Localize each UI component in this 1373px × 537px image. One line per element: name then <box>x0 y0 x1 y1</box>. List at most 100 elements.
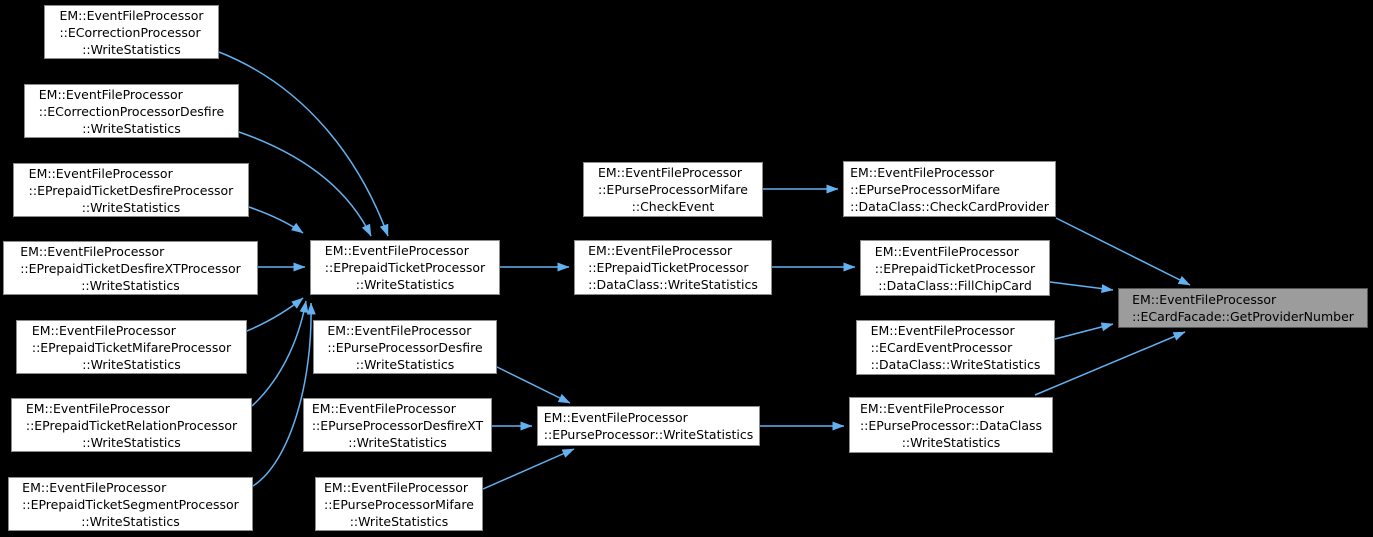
node-label: EM::EventFileProcessor ::ECardFacade::Ge… <box>1132 291 1354 325</box>
node-label-line: ::DataClass::WriteStatistics <box>870 357 1041 372</box>
node-eprepaidticketsegment-writestatistics[interactable]: EM::EventFileProcessor ::EPrepaidTicketS… <box>8 477 253 531</box>
node-label: EM::EventFileProcessor ::EPrepaidTicketM… <box>32 322 231 373</box>
node-label-line: ::WriteStatistics <box>348 434 447 450</box>
node-label-line: ::EPrepaidTicketRelationProcessor <box>25 417 238 433</box>
node-ecardevent-dataclass-writestatistics[interactable]: EM::EventFileProcessor ::ECardEventProce… <box>856 320 1055 375</box>
node-label-line: ::WriteStatistics <box>349 513 449 529</box>
node-epursemifare-checkevent[interactable]: EM::EventFileProcessor ::EPurseProcessor… <box>583 162 763 217</box>
node-label-line: ::ECorrectionProcessor <box>59 24 201 40</box>
edge-n7-n8 <box>252 302 316 487</box>
node-label-line: EM::EventFileProcessor <box>22 479 167 495</box>
node-label-line: EM::EventFileProcessor <box>31 322 176 338</box>
edge-n18-n19 <box>1034 331 1186 396</box>
node-label: EM::EventFileProcessor ::ECorrectionProc… <box>39 86 224 137</box>
node-label-line: ::DataClass::CheckCardProvider <box>850 198 1049 214</box>
node-label-line: ::EPurseProcessorMifare <box>598 182 748 197</box>
node-label: EM::EventFileProcessor ::EPurseProcessor… <box>324 479 474 530</box>
node-label-line: ::EPrepaidTicketDesfireXTProcessor <box>20 260 241 276</box>
node-label: EM::EventFileProcessor ::EPurseProcessor… <box>312 400 483 451</box>
node-eprepaidticket-dataclass-fillchipcard[interactable]: EM::EventFileProcessor ::EPrepaidTicketP… <box>860 240 1050 296</box>
node-label-line: EM::EventFileProcessor <box>870 323 1015 338</box>
node-label: EM::EventFileProcessor ::EPurseProcessor… <box>327 322 482 373</box>
node-eprepaidticketdesfirext-writestatistics[interactable]: EM::EventFileProcessor ::EPrepaidTicketD… <box>3 241 258 295</box>
node-label-line: ::DataClass::FillChipCard <box>878 277 1032 293</box>
edge-n6-n8 <box>251 300 309 407</box>
node-label: EM::EventFileProcessor ::EPrepaidTicketD… <box>20 243 241 294</box>
node-epurse-writestatistics[interactable]: EM::EventFileProcessor ::EPurseProcessor… <box>537 406 760 446</box>
node-label-line: EM::EventFileProcessor <box>1132 292 1277 307</box>
node-label-line: ::EPurseProcessor::WriteStatistics <box>543 427 754 442</box>
node-label-line: EM::EventFileProcessor <box>311 400 456 416</box>
node-eprepaidticketmifare-writestatistics[interactable]: EM::EventFileProcessor ::EPrepaidTicketM… <box>16 320 247 374</box>
node-eprepaidticket-dataclass-writestatistics[interactable]: EM::EventFileProcessor ::EPrepaidTicketP… <box>574 240 772 295</box>
node-label-line: ::EPrepaidTicketProcessor <box>324 260 486 275</box>
node-label-line: EM::EventFileProcessor <box>327 322 472 338</box>
node-label-line: EM::EventFileProcessor <box>588 243 733 258</box>
node-label-line: ::EPurseProcessorDesfire <box>327 339 483 355</box>
node-label-line: EM::EventFileProcessor <box>859 400 1005 416</box>
edge-n17-n19 <box>1054 322 1114 340</box>
node-eprepaidticket-writestatistics[interactable]: EM::EventFileProcessor ::EPrepaidTicketP… <box>310 240 500 295</box>
node-label-line: ::EPrepaidTicketSegmentProcessor <box>22 496 239 512</box>
node-label-line: ::ECardEventProcessor <box>870 340 1013 355</box>
node-epurse-dataclass-writestatistics[interactable]: EM::EventFileProcessor ::EPurseProcessor… <box>849 397 1053 453</box>
node-epursemifare-writestatistics[interactable]: EM::EventFileProcessor ::EPurseProcessor… <box>315 477 483 531</box>
node-label: EM::EventFileProcessor ::EPrepaidTicketP… <box>325 242 485 293</box>
node-eprepaidticketdesfire-writestatistics[interactable]: EM::EventFileProcessor ::EPrepaidTicketD… <box>13 163 249 217</box>
node-label: EM::EventFileProcessor ::EPrepaidTicketS… <box>22 479 239 530</box>
node-label-line: ::DataClass::WriteStatistics <box>588 277 758 292</box>
edge-n5-n8 <box>246 297 304 332</box>
edge-n16-n19 <box>1049 281 1114 294</box>
edge-n2-n8 <box>238 131 372 237</box>
node-label-line: ::EPurseProcessorMifare <box>324 496 474 512</box>
node-label: EM::EventFileProcessor ::EPrepaidTicketD… <box>29 165 234 216</box>
node-label: EM::EventFileProcessor ::ECardEventProce… <box>871 322 1041 373</box>
node-label-line: ::WriteStatistics <box>82 120 181 136</box>
node-label: EM::EventFileProcessor ::EPrepaidTicketP… <box>875 243 1035 294</box>
node-epursedesfirext-writestatistics[interactable]: EM::EventFileProcessor ::EPurseProcessor… <box>303 398 492 452</box>
node-ecorrectiondesfire-writestatistics[interactable]: EM::EventFileProcessor ::ECorrectionProc… <box>24 84 239 138</box>
node-label-line: EM::EventFileProcessor <box>324 479 469 495</box>
node-label-line: ::ECorrectionProcessorDesfire <box>38 103 225 119</box>
node-label-line: ::EPurseProcessorDesfireXT <box>311 417 484 433</box>
node-label: EM::EventFileProcessor ::EPurseProcessor… <box>860 400 1042 451</box>
node-label-line: EM::EventFileProcessor <box>850 164 995 180</box>
node-label-line: ::WriteStatistics <box>82 434 181 450</box>
node-label-line: EM::EventFileProcessor <box>543 410 688 425</box>
node-epursedesfire-writestatistics[interactable]: EM::EventFileProcessor ::EPurseProcessor… <box>313 320 497 374</box>
edge-n9-n14 <box>496 366 571 404</box>
node-label-line: EM::EventFileProcessor <box>598 165 743 180</box>
node-label: EM::EventFileProcessor ::EPurseProcessor… <box>850 164 1049 215</box>
node-label-line: ::WriteStatistics <box>901 434 1001 450</box>
node-epursemifare-dataclass-checkcardprovider[interactable]: EM::EventFileProcessor ::EPurseProcessor… <box>843 161 1056 217</box>
node-label-line: EM::EventFileProcessor <box>28 165 173 181</box>
node-ecorrection-writestatistics[interactable]: EM::EventFileProcessor ::ECorrectionProc… <box>44 5 219 59</box>
node-label-line: ::WriteStatistics <box>81 513 180 529</box>
node-label-line: ::WriteStatistics <box>355 356 455 372</box>
node-label-line: EM::EventFileProcessor <box>874 243 1019 259</box>
node-label-line: ::CheckEvent <box>631 199 715 214</box>
node-label-line: ::WriteStatistics <box>82 356 181 372</box>
node-label-line: ::EPrepaidTicketDesfireProcessor <box>28 182 234 198</box>
node-label-line: ::WriteStatistics <box>81 277 180 293</box>
node-label-line: ::ECardFacade::GetProviderNumber <box>1132 309 1354 324</box>
node-label-line: ::EPrepaidTicketProcessor <box>588 260 749 275</box>
node-label-line: ::EPurseProcessor::DataClass <box>859 417 1043 433</box>
edge-n15-n19 <box>1055 217 1191 286</box>
node-label-line: EM::EventFileProcessor <box>324 243 469 258</box>
node-label-line: EM::EventFileProcessor <box>25 400 170 416</box>
node-label: EM::EventFileProcessor ::EPrepaidTicketP… <box>588 242 758 293</box>
node-label-line: ::WriteStatistics <box>81 199 181 215</box>
edge-n11-n14 <box>482 448 575 490</box>
node-ecardfacade-getprovidernumber: EM::EventFileProcessor ::ECardFacade::Ge… <box>1118 288 1368 328</box>
node-label-line: EM::EventFileProcessor <box>59 7 204 23</box>
node-label: EM::EventFileProcessor ::ECorrectionProc… <box>59 7 203 58</box>
node-label-line: EM::EventFileProcessor <box>38 86 183 102</box>
node-label: EM::EventFileProcessor ::EPrepaidTicketR… <box>26 400 237 451</box>
node-label-line: ::EPurseProcessorMifare <box>850 181 1001 197</box>
node-label: EM::EventFileProcessor ::EPurseProcessor… <box>544 409 753 443</box>
node-label-line: ::EPrepaidTicketMifareProcessor <box>31 339 232 355</box>
node-label-line: ::WriteStatistics <box>355 277 455 292</box>
node-eprepaidticketrelation-writestatistics[interactable]: EM::EventFileProcessor ::EPrepaidTicketR… <box>11 398 252 452</box>
